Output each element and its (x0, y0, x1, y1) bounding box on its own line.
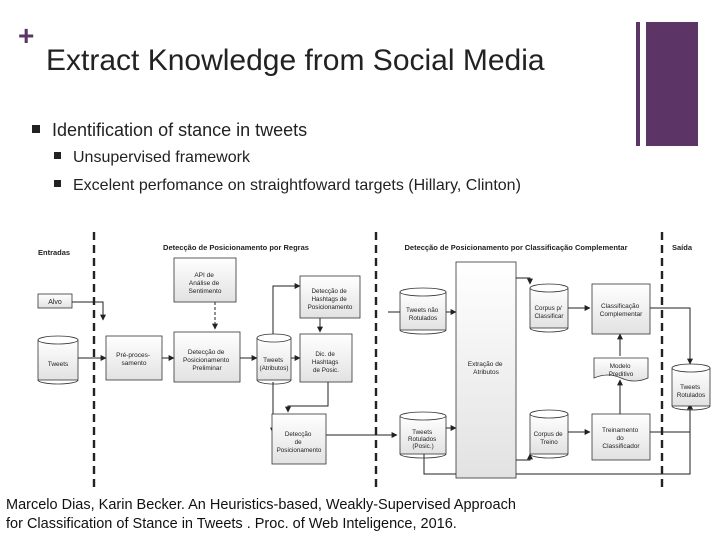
node-extracao-atributos (455, 261, 517, 479)
slide-title: Extract Knowledge from Social Media (46, 44, 545, 77)
citation-line-1: Marcelo Dias, Karin Becker. An Heuristic… (6, 497, 516, 513)
node-deteccao-posicionamento (271, 413, 327, 465)
node-api-sentimento (173, 257, 237, 303)
node-deteccao-preliminar (173, 331, 241, 383)
section-separators (92, 232, 664, 490)
bullet-square-icon (54, 180, 61, 188)
accent-bar-thick (646, 22, 698, 146)
header-saida: Saída (672, 243, 693, 252)
node-deteccao-hashtags (299, 275, 361, 319)
header-entradas: Entradas (38, 248, 70, 257)
node-tweets (37, 335, 79, 385)
node-modelo-preditivo-label: Modelo Preditivo (609, 363, 634, 378)
node-extracao-atributos-label: Extração de Atributos (468, 361, 505, 376)
node-alvo-label: Alvo (48, 299, 62, 306)
node-preprocessamento (105, 335, 163, 381)
node-corpus-treino (529, 409, 569, 459)
node-tweets-atributos-label: Tweets (Atributos) (259, 357, 288, 372)
architecture-diagram: Entradas Detecção de Posicionamento por … (37, 232, 711, 490)
node-tweets-rotulados-posic (399, 411, 447, 459)
node-classificacao-complementar-label: Classificação Complementar (600, 303, 643, 318)
header-regras: Detecção de Posicionamento por Regras (163, 243, 309, 252)
bullet-performance: Excelent perfomance on straightfoward ta… (54, 177, 521, 195)
accent-bar-thin (636, 22, 640, 146)
node-corpus-classificar-label: Corpus p/ Classificar (534, 305, 563, 320)
node-deteccao-preliminar-label: Detecção de Posicionamento Preliminar (183, 349, 231, 372)
flow-arrows (71, 277, 693, 475)
bullet-stance: Identification of stance in tweets (32, 120, 307, 141)
citation: Marcelo Dias, Karin Becker. An Heuristic… (6, 496, 516, 534)
node-api-sentimento-label: API de Análise de Sentimento (189, 272, 222, 295)
node-tweets-nao-rotulados (399, 287, 447, 335)
node-tweets-atributos (256, 333, 292, 385)
node-tweets-rotulados-output (671, 363, 711, 411)
node-dic-hashtags-label: Dic. de Hashtags de Posic. (312, 351, 340, 374)
node-alvo (37, 293, 73, 309)
node-treinamento-classificador (591, 413, 651, 461)
node-tweets-rotulados-output-label: Tweets Rotulados (677, 384, 705, 399)
node-corpus-classificar (529, 283, 569, 333)
node-classificacao-complementar (591, 283, 651, 335)
bullet-square-icon (32, 125, 40, 134)
node-preprocessamento-label: Pré-proces- samento (116, 352, 152, 367)
node-treinamento-classificador-label: Treinamento do Classificador (602, 427, 640, 450)
node-corpus-treino-label: Corpus de Treino (534, 431, 565, 446)
header-complementar: Detecção de Posicionamento por Classific… (405, 243, 628, 252)
node-deteccao-hashtags-label: Detecção de Hashtags de Posicionamento (308, 288, 353, 311)
plus-icon: + (18, 20, 35, 51)
bullet-text: Unsupervised framework (73, 149, 250, 166)
node-deteccao-posicionamento-label: Detecção de Posicionamento (277, 431, 322, 454)
node-modelo-preditivo (593, 357, 649, 382)
node-tweets-label: Tweets (48, 361, 69, 368)
node-tweets-nao-rotulados-label: Tweets não Rotulados (406, 307, 440, 322)
citation-line-2: for Classification of Stance in Tweets .… (6, 516, 457, 532)
bullet-square-icon (54, 152, 61, 160)
node-dic-hashtags (299, 333, 353, 383)
node-tweets-rotulados-posic-label: Tweets Rotulados (Posic.) (408, 429, 438, 450)
bullet-text: Identification of stance in tweets (52, 120, 308, 140)
bullet-text: Excelent perfomance on straightfoward ta… (73, 177, 521, 194)
bullet-unsupervised: Unsupervised framework (54, 149, 250, 167)
